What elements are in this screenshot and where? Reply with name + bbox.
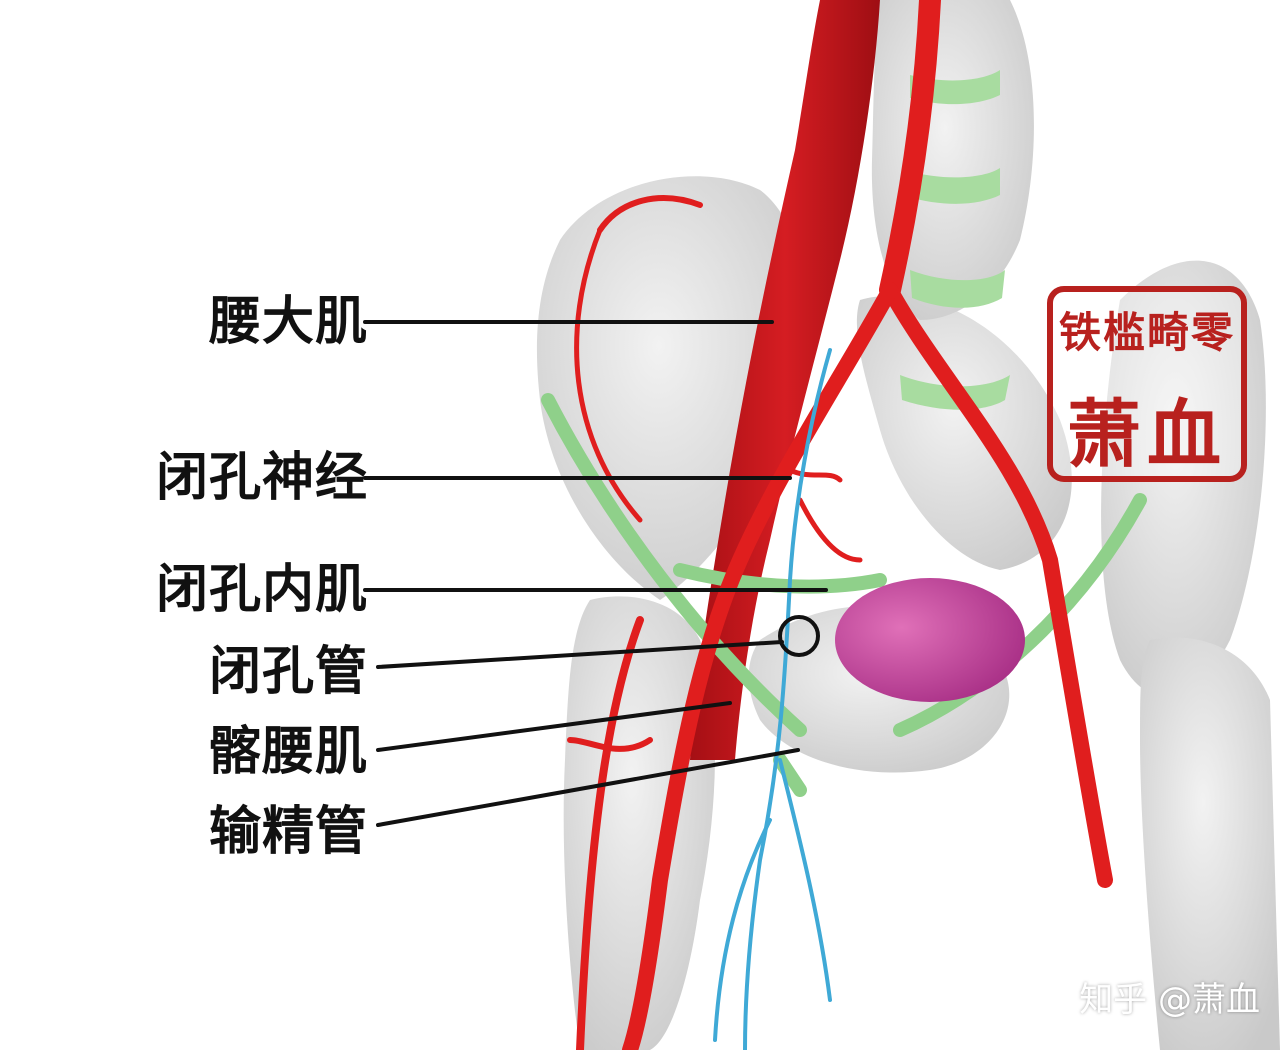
label-obturator-nerve: 闭孔神经 <box>155 448 368 508</box>
seal-stamp: 铁槛畸零 萧血 <box>1046 285 1248 483</box>
leader-lines <box>363 320 828 827</box>
leader-vas-deferens <box>376 748 800 827</box>
obturator-nerve-path <box>713 348 832 1050</box>
seal-line-2: 萧血 <box>1067 392 1227 478</box>
leader-iliopsoas <box>376 701 732 752</box>
label-obturator-internus: 闭孔内肌 <box>155 560 368 620</box>
inguinal-ligament <box>541 393 1147 797</box>
arteries <box>567 0 1113 1050</box>
label-psoas-major: 腰大肌 <box>208 292 368 352</box>
femur-right <box>1140 637 1280 1050</box>
leader-obturator-canal <box>376 640 784 669</box>
label-vas-deferens: 输精管 <box>208 802 368 862</box>
label-obturator-canal: 闭孔管 <box>208 642 368 702</box>
seal-line-1: 铁槛畸零 <box>1058 308 1235 357</box>
obturator-canal-marker <box>778 615 820 657</box>
watermark: 知乎 @萧血 <box>1079 980 1260 1020</box>
label-iliopsoas: 髂腰肌 <box>208 722 368 782</box>
bladder <box>835 578 1025 702</box>
seal-border <box>1047 286 1247 482</box>
